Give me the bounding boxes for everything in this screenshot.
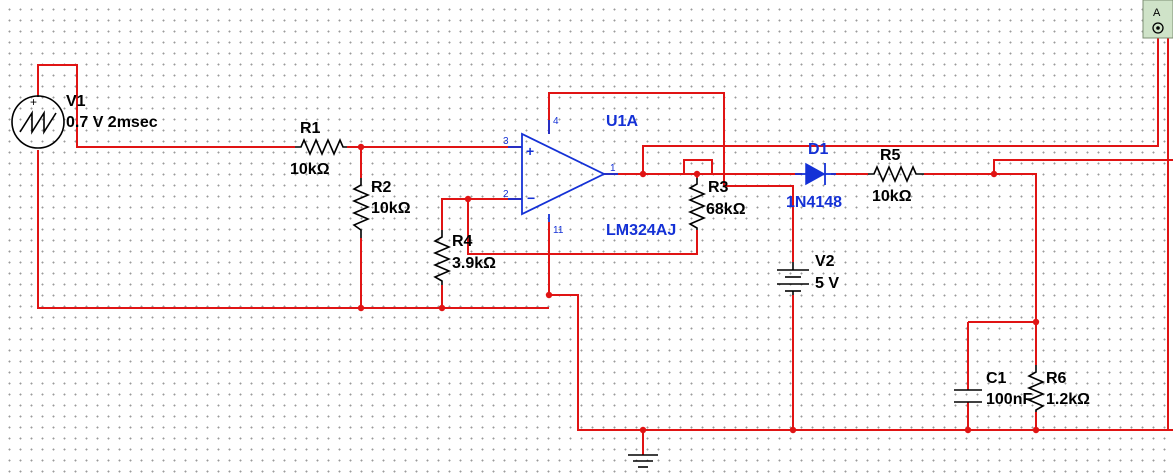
- v1-ref: V1: [66, 93, 86, 110]
- junction-nodes: [357, 143, 1040, 434]
- wire-vplus[interactable]: [548, 92, 794, 262]
- r1-ref: R1: [300, 120, 321, 137]
- v1-value: 0.7 V 2msec: [66, 114, 158, 131]
- wire-r5-rc[interactable]: [924, 173, 1037, 365]
- wire-out-up[interactable]: [642, 24, 1159, 174]
- r2-ref: R2: [371, 179, 392, 196]
- r2-resistor[interactable]: R2 10kΩ: [351, 178, 411, 238]
- r1-resistor[interactable]: R1 10kΩ: [290, 120, 347, 178]
- junction-node: [1032, 318, 1040, 326]
- svg-text:+: +: [30, 95, 37, 109]
- wire-feedback[interactable]: [467, 199, 698, 255]
- pin-1-label: 1: [610, 163, 616, 174]
- junction-node: [639, 426, 647, 434]
- wire-inv-r4[interactable]: [441, 198, 522, 230]
- r6-value: 1.2kΩ: [1046, 391, 1090, 408]
- r5-value: 10kΩ: [872, 188, 912, 205]
- junction-node: [639, 170, 647, 178]
- junction-node: [1032, 426, 1040, 434]
- r2-value: 10kΩ: [371, 200, 411, 217]
- r3-ref: R3: [708, 179, 729, 196]
- probe-icon: [1142, 0, 1173, 39]
- noninv-sign: +: [526, 143, 534, 159]
- wire-node-right[interactable]: [993, 159, 1173, 174]
- c1-value: 100nF: [986, 391, 1032, 408]
- r3-value: 68kΩ: [706, 201, 746, 218]
- junction-node: [964, 426, 972, 434]
- r5-resistor[interactable]: R5 10kΩ: [868, 147, 924, 205]
- junction-node: [545, 291, 553, 299]
- ground-icon[interactable]: [628, 454, 658, 468]
- op-amp-icon: [521, 132, 607, 216]
- v2-ref: V2: [815, 253, 835, 270]
- pin-2-label: 2: [503, 189, 509, 200]
- r3-resistor[interactable]: R3 68kΩ: [687, 178, 746, 230]
- r6-resistor[interactable]: R6 1.2kΩ: [1026, 365, 1090, 412]
- diode-icon: [805, 162, 826, 186]
- v1-source[interactable]: + V1 0.7 V 2msec: [11, 93, 158, 149]
- pin-4-label: 4: [553, 116, 559, 127]
- junction-node: [357, 143, 365, 151]
- r4-ref: R4: [452, 233, 473, 250]
- junction-node: [990, 170, 998, 178]
- junction-node: [693, 170, 701, 178]
- op-amp-u1a[interactable]: + − 3 2 4 11 1 U1A LM324AJ: [503, 113, 676, 239]
- c1-ref: C1: [986, 370, 1007, 387]
- c1-capacitor[interactable]: C1 100nF: [954, 370, 1032, 408]
- r5-ref: R5: [880, 147, 901, 164]
- wire-v1-top[interactable]: [37, 64, 295, 148]
- d1-ref: D1: [808, 141, 829, 158]
- r4-value: 3.9kΩ: [452, 255, 496, 272]
- r6-ref: R6: [1046, 370, 1067, 387]
- d1-value: 1N4148: [786, 194, 842, 211]
- junction-node: [464, 195, 472, 203]
- probe-label: A: [1153, 7, 1161, 19]
- r4-resistor[interactable]: R4 3.9kΩ: [432, 230, 496, 285]
- pin-3-label: 3: [503, 136, 509, 147]
- wire-v1-bottom[interactable]: [37, 150, 549, 309]
- junction-node: [789, 426, 797, 434]
- u1-ref: U1A: [606, 113, 638, 130]
- wires: [37, 24, 1173, 455]
- u1-value: LM324AJ: [606, 222, 676, 239]
- d1-diode[interactable]: D1 1N4148: [786, 141, 842, 211]
- sawtooth-source-icon: [11, 95, 65, 149]
- junction-node: [357, 304, 365, 312]
- inv-sign: −: [527, 190, 535, 206]
- pin-11-label: 11: [553, 225, 564, 236]
- wire-bottom-return[interactable]: [549, 294, 1173, 431]
- v2-value: 5 V: [815, 275, 839, 292]
- junction-node: [438, 304, 446, 312]
- v2-battery[interactable]: V2 5 V: [777, 253, 839, 295]
- probe-a[interactable]: A: [1142, 0, 1173, 39]
- r1-value: 10kΩ: [290, 161, 330, 178]
